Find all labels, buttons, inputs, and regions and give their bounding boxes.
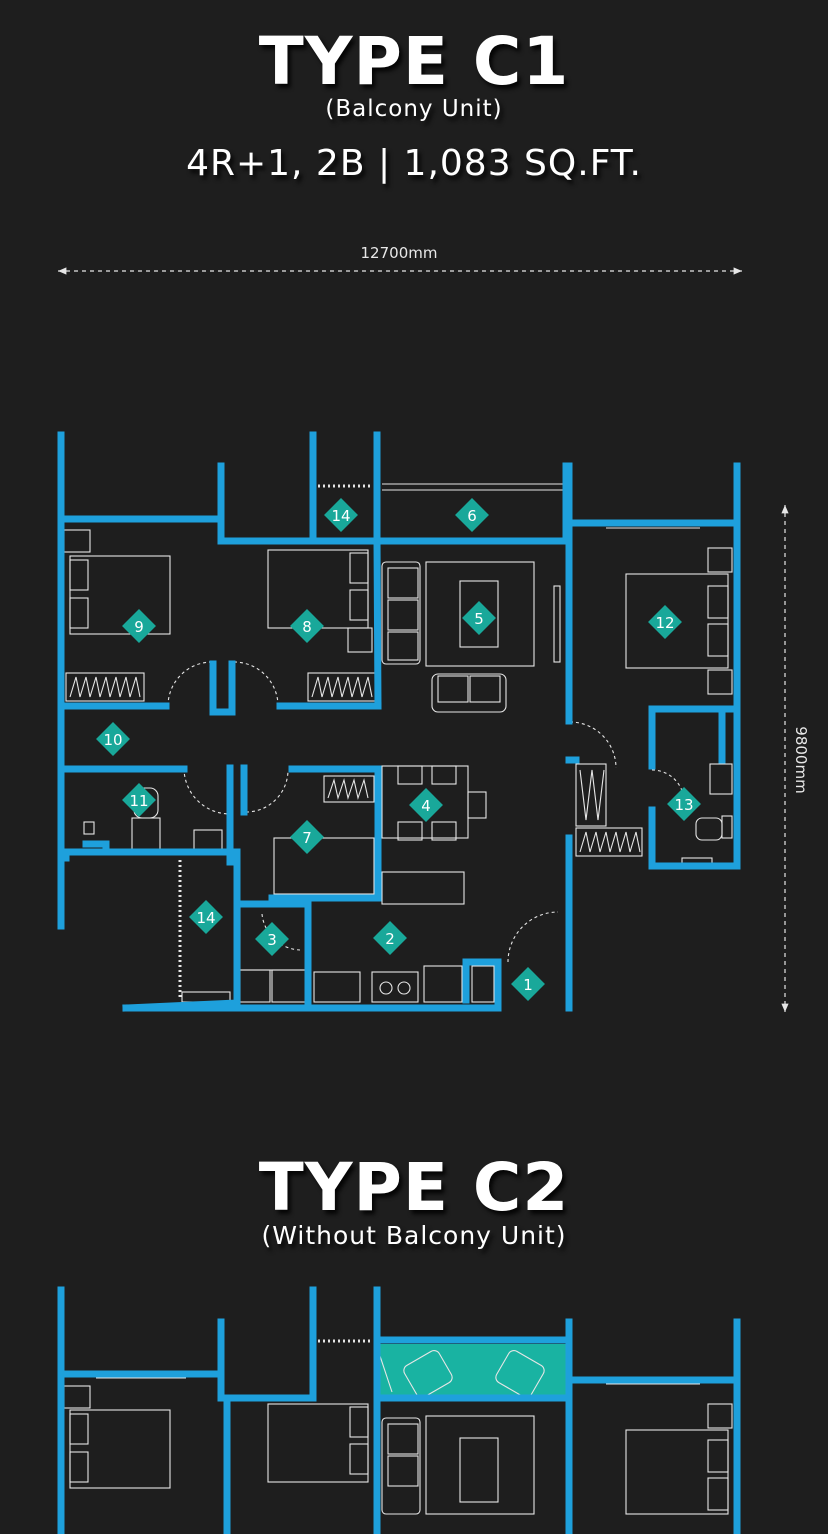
room-marker-5: 5 (462, 601, 496, 635)
svg-text:8: 8 (302, 618, 312, 636)
type-c1-title: TYPE C1 (258, 23, 570, 100)
room-marker-10: 10 (96, 722, 130, 756)
svg-text:7: 7 (302, 829, 312, 847)
type-c2-floor-plan (57, 1286, 741, 1534)
room-marker-2: 2 (373, 921, 407, 955)
depth-label: 9800mm (792, 726, 810, 793)
type-c1-spec: 4R+1, 2B | 1,083 SQ.FT. (186, 143, 642, 184)
balcony-highlight (376, 1344, 566, 1396)
room-marker-6: 6 (455, 498, 489, 532)
svg-text:13: 13 (674, 796, 693, 814)
room-marker-11: 11 (122, 783, 156, 817)
svg-text:2: 2 (385, 930, 395, 948)
room-marker-14-bottom: 14 (189, 900, 223, 934)
svg-text:6: 6 (467, 507, 477, 525)
type-c1-subtitle: (Balcony Unit) (325, 96, 503, 122)
room-marker-8: 8 (290, 609, 324, 643)
room-markers: 1 2 3 4 5 6 7 8 9 10 11 12 13 14 14 (96, 498, 701, 1001)
type-c2-subtitle: (Without Balcony Unit) (261, 1221, 567, 1250)
room-marker-4: 4 (409, 788, 443, 822)
svg-text:1: 1 (523, 976, 533, 994)
svg-text:11: 11 (129, 792, 148, 810)
type-c1-floor-plan: 1 2 3 4 5 6 7 8 9 10 11 12 13 14 14 (57, 431, 741, 1012)
room-marker-13: 13 (667, 787, 701, 821)
room-marker-12: 12 (648, 605, 682, 639)
width-label: 12700mm (361, 244, 438, 262)
furniture-lines (63, 1339, 733, 1515)
svg-text:10: 10 (103, 731, 122, 749)
svg-text:4: 4 (421, 797, 431, 815)
svg-text:12: 12 (655, 614, 674, 632)
type-c2-title: TYPE C2 (258, 1149, 570, 1226)
room-marker-14-top: 14 (324, 498, 358, 532)
svg-text:14: 14 (196, 909, 215, 927)
walls (57, 431, 741, 1012)
svg-text:14: 14 (331, 507, 350, 525)
svg-text:5: 5 (474, 610, 484, 628)
svg-text:3: 3 (267, 931, 277, 949)
svg-text:9: 9 (134, 618, 144, 636)
room-marker-7: 7 (290, 820, 324, 854)
depth-dimension: 9800mm (781, 505, 810, 1012)
walls (57, 1286, 741, 1534)
furniture-lines (63, 483, 733, 1003)
room-marker-1: 1 (511, 967, 545, 1001)
room-marker-9: 9 (122, 609, 156, 643)
width-dimension: 12700mm (58, 244, 742, 275)
room-marker-3: 3 (255, 922, 289, 956)
